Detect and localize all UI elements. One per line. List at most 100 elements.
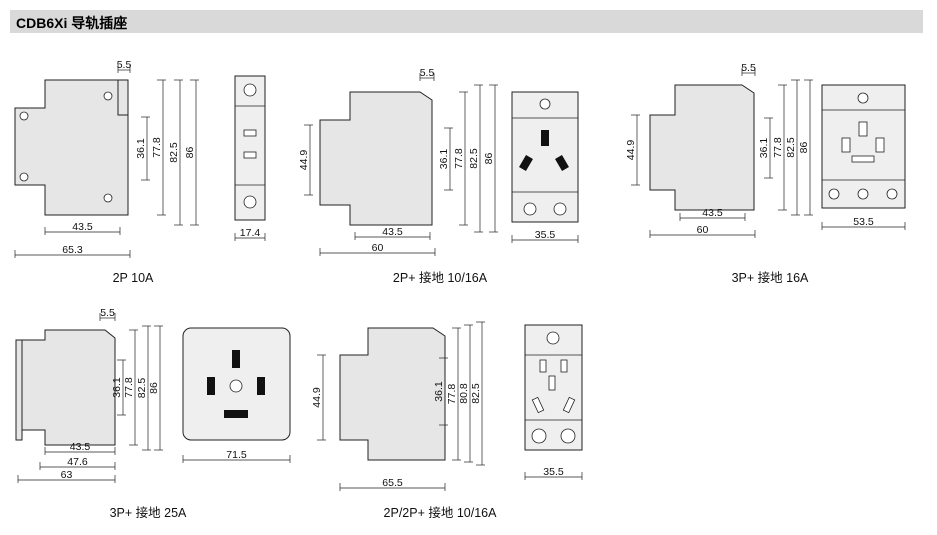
terminal-screw-icon (546, 331, 560, 345)
terminal-screw-icon (243, 83, 257, 97)
dimension-77.8: 77.8 (151, 79, 166, 216)
terminal-screw-icon (828, 188, 840, 200)
ground-pin-slot (232, 350, 240, 368)
dimension-65.5: 65.5 (339, 477, 446, 491)
dimension-86: 86 (483, 84, 498, 233)
dimension-label: 36.1 (135, 138, 147, 159)
dimension-43.5: 43.5 (44, 441, 116, 455)
dimension-label: 86 (483, 153, 495, 165)
pin-slot (555, 154, 569, 172)
dimension-label: 5.5 (100, 307, 115, 319)
dimension-label: 82.5 (136, 378, 148, 399)
figure-2p-2p-ground-10-16a (339, 324, 583, 461)
socket-slot (243, 151, 257, 159)
terminal-screw-icon (531, 428, 547, 444)
terminal-screw-icon (243, 195, 257, 209)
dimension-71.5: 71.5 (182, 449, 291, 463)
dimension-86: 86 (148, 325, 163, 451)
side-view (339, 327, 446, 461)
dimension-label: 44.9 (311, 387, 323, 408)
dimension-label: 44.9 (625, 140, 637, 161)
side-view (14, 79, 129, 216)
dimension-label: 77.8 (151, 137, 163, 158)
dimension-label: 60 (372, 242, 384, 254)
screw-icon (103, 193, 113, 203)
screw-icon (19, 172, 29, 182)
dimension-label: 36.1 (433, 381, 445, 402)
dimension-label: 82.5 (468, 148, 480, 169)
section-title: CDB6Xi 导轨插座 (16, 15, 128, 31)
dimension-43.5: 43.5 (354, 226, 431, 240)
dimension-80.8: 80.8 (458, 324, 473, 463)
screw-icon (539, 98, 551, 110)
pin-slot (257, 377, 265, 395)
dimension-label: 63 (61, 469, 73, 481)
dimension-label: 36.1 (438, 149, 450, 170)
dimension-17.4: 17.4 (234, 227, 266, 241)
side-view (319, 91, 433, 226)
dimension-label: 86 (184, 147, 196, 159)
dimension-36.1: 36.1 (111, 359, 126, 416)
dimension-label: 5.5 (420, 67, 435, 79)
dimension-label: 36.1 (758, 138, 770, 159)
side-view (21, 329, 116, 446)
terminal-screw-icon (560, 428, 576, 444)
ground-pin-slot (858, 121, 868, 137)
dimension-label: 77.8 (123, 377, 135, 398)
ground-pin-slot (548, 375, 556, 391)
rail-clip (15, 339, 23, 441)
dimension-35.5: 35.5 (511, 229, 579, 243)
dimension-label: 86 (798, 142, 810, 154)
dimension-label: 82.5 (470, 383, 482, 404)
dimension-label: 36.1 (111, 377, 123, 398)
figure-caption: 3P+ 接地 25A (110, 505, 187, 520)
pin-slot (224, 410, 248, 418)
dimension-82.5: 82.5 (168, 79, 183, 226)
dimension-label: 77.8 (446, 384, 458, 405)
dimension-36.1: 36.1 (438, 127, 453, 191)
dimension-44.9: 44.9 (298, 124, 313, 196)
dimension-60: 60 (649, 224, 756, 238)
dimension-82.5: 82.5 (468, 84, 483, 233)
screw-icon (103, 91, 113, 101)
dimension-label: 47.6 (67, 456, 88, 468)
dimension-label: 43.5 (702, 207, 723, 219)
figure-caption: 2P+ 接地 10/16A (393, 270, 488, 285)
dimension-36.1: 36.1 (135, 116, 150, 181)
dimension-60: 60 (319, 242, 436, 256)
socket-slot (243, 129, 257, 137)
pin-slot (519, 154, 533, 172)
dimension-label: 43.5 (72, 221, 93, 233)
dimension-63: 63 (17, 469, 116, 483)
dimension-label: 43.5 (382, 226, 403, 238)
screw-icon (19, 111, 29, 121)
screw-icon (229, 379, 243, 393)
dimension-label: 65.3 (62, 244, 83, 256)
dimension-86: 86 (798, 79, 813, 216)
dimension-35.5: 35.5 (524, 466, 583, 480)
dimension-label: 65.5 (382, 477, 403, 489)
pin-slot (562, 396, 576, 414)
figure-2p-10a (14, 75, 266, 221)
side-view (649, 84, 755, 211)
terminal-screw-icon (886, 188, 898, 200)
figure-caption: 3P+ 接地 16A (732, 270, 809, 285)
pin-slot (841, 137, 851, 153)
dimension-44.9: 44.9 (311, 354, 326, 441)
dimension-36.1: 36.1 (758, 117, 773, 179)
pin-slot (560, 359, 568, 373)
figure-caption: 2P 10A (113, 271, 154, 285)
dimension-label: 44.9 (298, 150, 310, 171)
dimension-label: 5.5 (117, 59, 132, 71)
dimension-44.9: 44.9 (625, 114, 640, 186)
dimension-36.1: 36.1 (433, 357, 448, 426)
ground-pin-slot (541, 130, 549, 146)
dimension-label: 17.4 (240, 227, 261, 239)
pin-slot (539, 359, 547, 373)
section-header: CDB6Xi 导轨插座 (10, 10, 923, 33)
dimension-77.8: 77.8 (123, 329, 138, 446)
dimension-47.6: 47.6 (39, 456, 116, 470)
dimension-5.5: 5.5 (741, 62, 756, 76)
terminal-screw-icon (523, 202, 537, 216)
dimension-5.5: 5.5 (419, 67, 435, 81)
